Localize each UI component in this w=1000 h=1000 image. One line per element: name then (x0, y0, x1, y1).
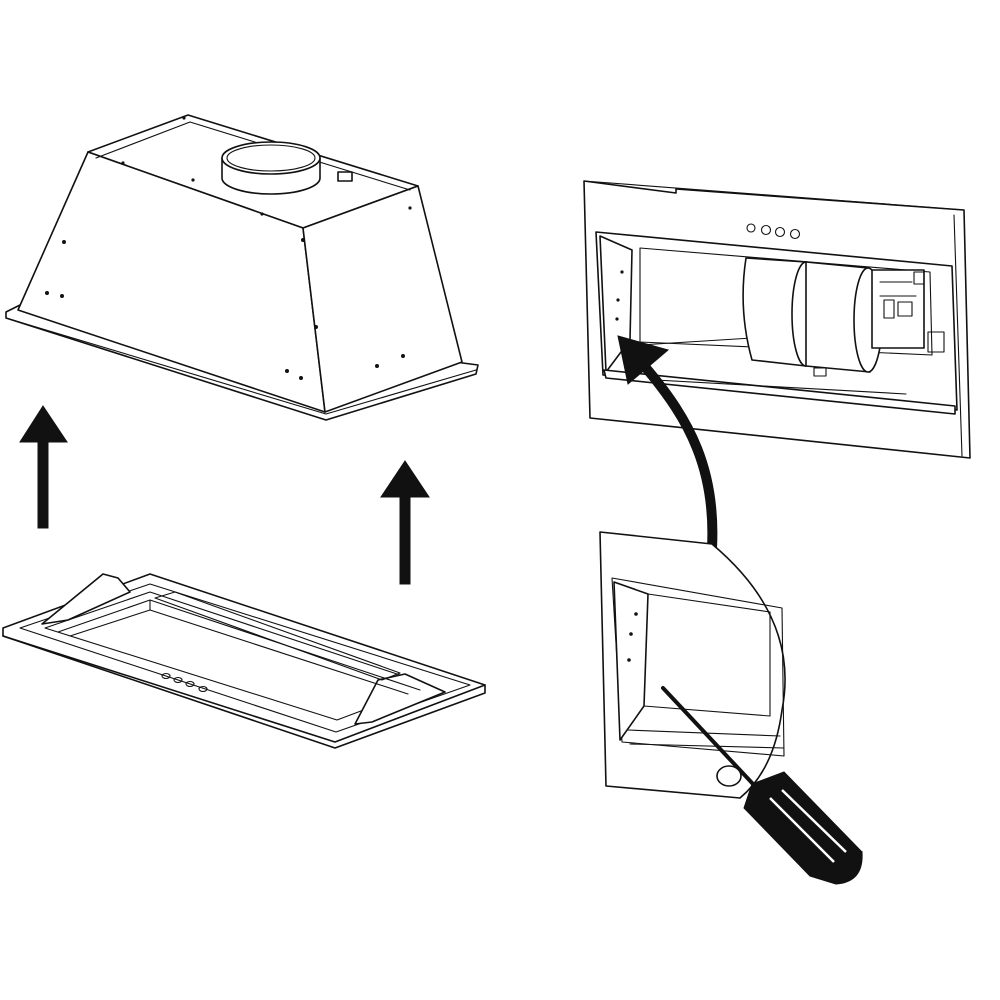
cabinet-control-buttons (746, 223, 801, 240)
magnified-detail-icon (599, 531, 786, 799)
built-in-hood-icon (583, 180, 971, 459)
hood-bottom-panel-icon (2, 573, 486, 749)
lift-arrow-left (19, 405, 68, 529)
blower-motor-icon (742, 257, 945, 377)
housing-screws (45, 116, 412, 380)
lift-arrow-right (380, 460, 430, 585)
tray-control-buttons (161, 672, 208, 693)
range-hood-housing-icon (5, 114, 479, 421)
screwdriver-icon (661, 686, 863, 885)
curved-arrow-icon (617, 335, 718, 549)
